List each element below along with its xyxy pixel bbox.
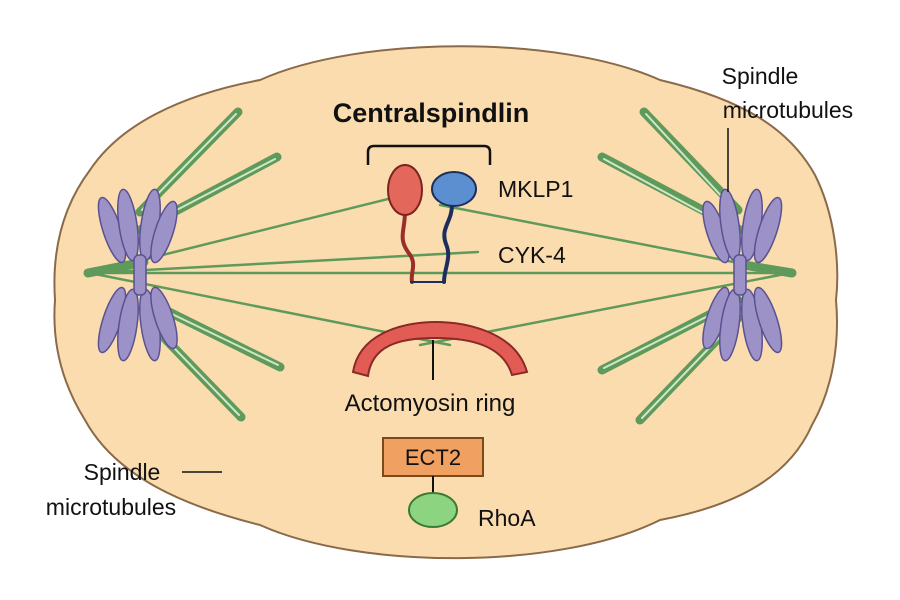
right-chromosomes	[702, 188, 783, 362]
spindle-left-label-line2: microtubules	[46, 494, 176, 520]
centralspindlin-bracket	[366, 144, 492, 165]
actomyosin-ring	[351, 320, 529, 378]
mklp1-label: MKLP1	[498, 176, 573, 202]
microtubule	[438, 203, 792, 275]
spindle-left-label-line1: Spindle	[84, 459, 161, 485]
actomyosin-ring-label: Actomyosin ring	[345, 390, 516, 417]
microtubule	[733, 259, 797, 278]
mklp1-head	[387, 164, 423, 216]
cyk4-label: CYK-4	[498, 242, 566, 268]
ect2-box	[382, 437, 484, 477]
rhoa-label: RhoA	[478, 505, 536, 531]
mklp1-stalk	[400, 210, 416, 284]
centralspindlin-title: Centralspindlin	[333, 98, 530, 128]
rhoa-node	[408, 492, 458, 528]
cyk4-stalk	[442, 203, 454, 284]
left-chromosomes	[97, 188, 178, 362]
ect2-label: ECT2	[405, 445, 461, 470]
cyk4-head	[431, 171, 477, 207]
microtubule	[88, 250, 480, 275]
spindle-right-label-line1: Spindle	[722, 63, 799, 89]
spindle-right-label-line2: microtubules	[723, 97, 853, 123]
